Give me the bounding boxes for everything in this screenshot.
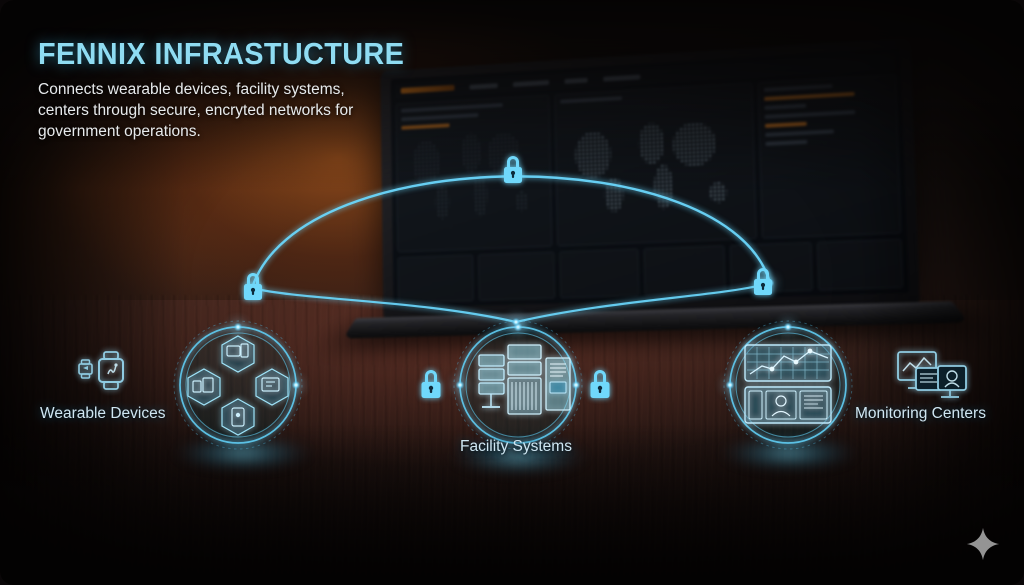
arc-facility-to-monitoring	[516, 283, 770, 322]
node-label-monitoring-centers: Monitoring Centers	[855, 405, 986, 423]
lock-arc-right[interactable]	[754, 268, 772, 295]
node-wearable-devices[interactable]	[174, 321, 302, 449]
arc-wearable-to-facility	[252, 288, 516, 322]
secure-connection-arcs	[252, 176, 770, 322]
node-facility-systems[interactable]	[454, 321, 582, 449]
monitor-dashboard-icon	[898, 352, 966, 397]
node-port-right	[292, 381, 301, 390]
node-port-right	[572, 381, 581, 390]
lock-link-right[interactable]	[591, 370, 610, 398]
smartwatch-icon	[79, 352, 123, 389]
lock-arc-left[interactable]	[244, 273, 262, 300]
node-label-wearable-devices: Wearable Devices	[40, 405, 166, 423]
node-port-left	[726, 381, 735, 390]
lock-link-left[interactable]	[422, 370, 441, 398]
node-monitoring-centers[interactable]	[724, 321, 852, 449]
lock-arc-apex[interactable]	[504, 156, 522, 183]
arc-wearable-to-monitoring	[252, 176, 770, 288]
node-port-top	[234, 323, 243, 332]
node-port-top	[784, 323, 793, 332]
node-label-facility-systems: Facility Systems	[460, 438, 572, 456]
arc-junction-center	[512, 318, 520, 326]
sparkle-icon	[964, 525, 1002, 563]
node-port-left	[456, 381, 465, 390]
